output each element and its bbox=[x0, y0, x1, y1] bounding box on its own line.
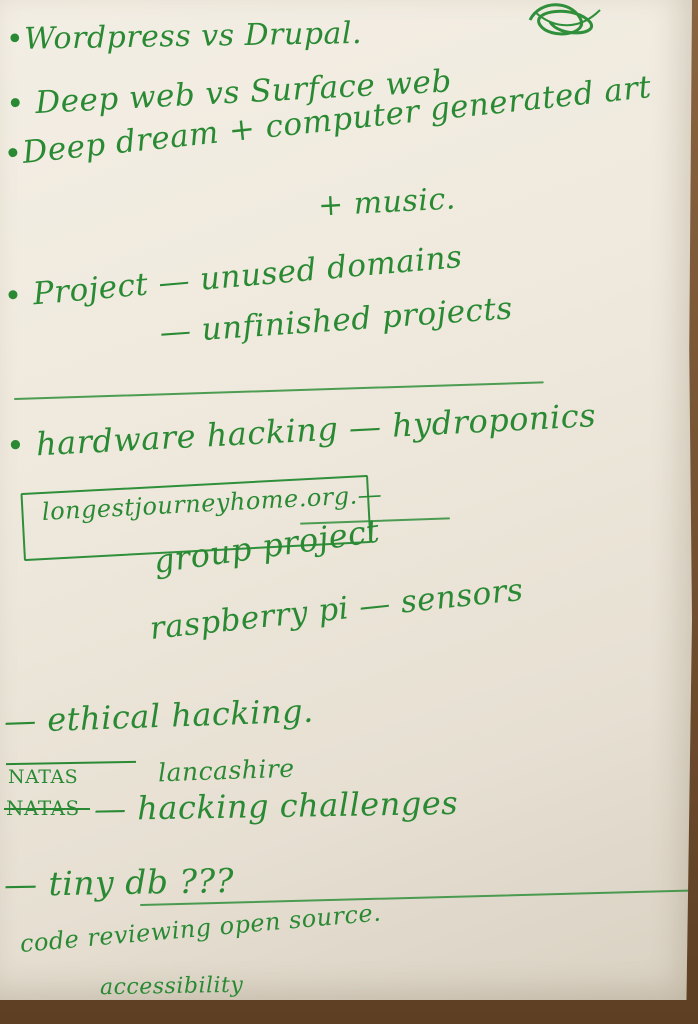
note-line-wordpress: •Wordpress vs Drupal. bbox=[5, 15, 363, 58]
scribble-mark bbox=[528, 3, 601, 36]
note-line-natas-1: NATAS bbox=[8, 766, 79, 788]
strikethrough-2 bbox=[4, 808, 90, 810]
note-line-hardware-hacking: • hardware hacking — hydroponics bbox=[5, 396, 597, 465]
note-line-raspberry-pi: raspberry pi — sensors bbox=[148, 571, 526, 647]
note-line-lancashire: lancashire bbox=[157, 753, 296, 788]
note-line-unfinished-projects: — unfinished projects bbox=[158, 290, 514, 351]
strikethrough-1 bbox=[5, 760, 137, 766]
handwritten-note-paper: •Wordpress vs Drupal. • Deep web vs Surf… bbox=[0, 0, 692, 1000]
divider-line-1 bbox=[13, 381, 544, 400]
note-line-hacking-challenges: — hacking challenges bbox=[93, 783, 459, 829]
note-line-tiny-db: — tiny db ??? bbox=[3, 860, 235, 905]
note-line-music: + music. bbox=[317, 181, 457, 224]
note-line-code-reviewing: code reviewing open source. bbox=[18, 898, 383, 958]
note-line-accessibility: accessibility bbox=[99, 972, 244, 1001]
note-line-ethical-hacking: — ethical hacking. bbox=[3, 691, 315, 741]
